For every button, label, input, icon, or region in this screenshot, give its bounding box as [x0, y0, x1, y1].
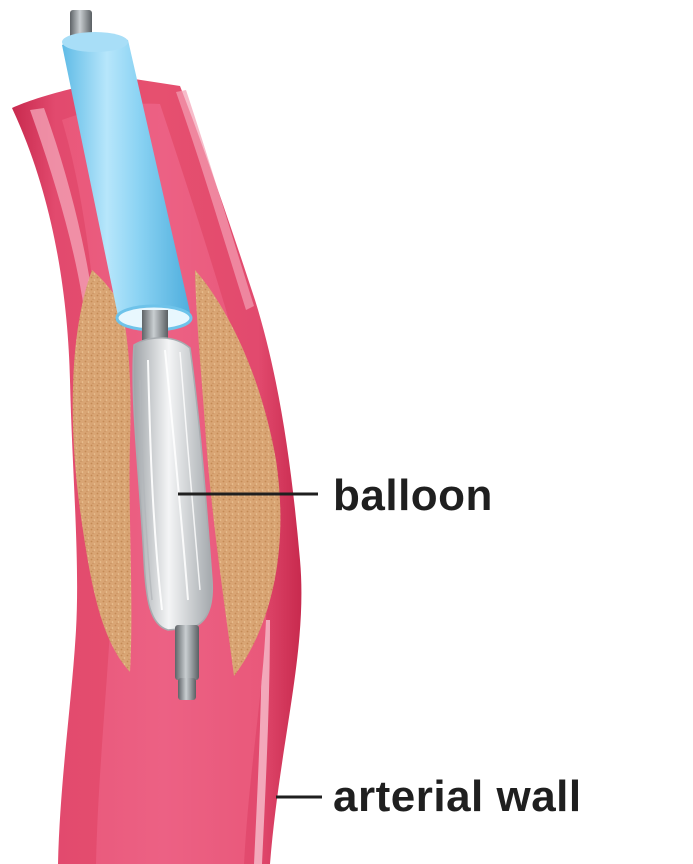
balloon-shaft-lower	[175, 625, 199, 680]
balloon-label: balloon	[333, 474, 493, 518]
catheter-top-rim	[62, 32, 128, 52]
arterial-wall-label: arterial wall	[333, 775, 582, 819]
balloon-shaft-tip	[178, 678, 196, 700]
